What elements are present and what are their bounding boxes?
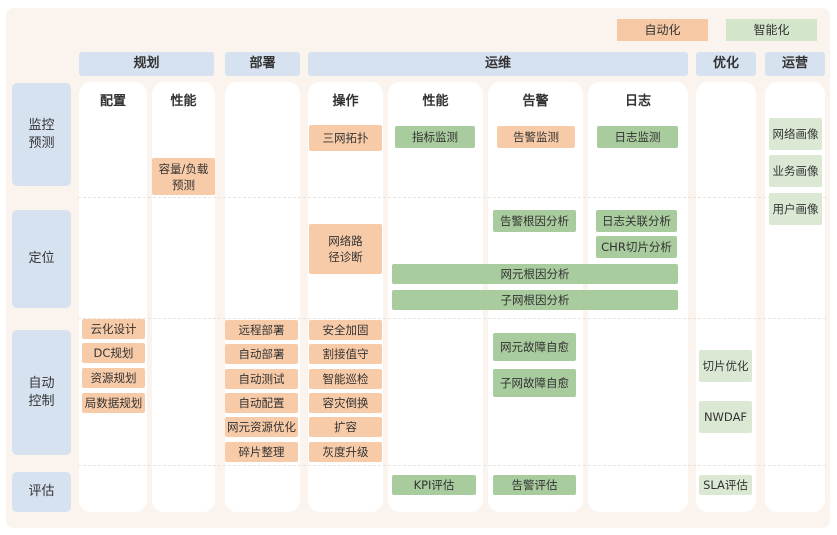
defragment-box: 碎片整理 — [225, 442, 298, 462]
user-portrait-box: 用户画像 — [769, 193, 822, 225]
subnet-fault-self-heal-box: 子网故障自愈 — [493, 369, 576, 397]
column-header-ops: 运维 — [308, 52, 688, 76]
auto-deploy-box: 自动部署 — [225, 344, 298, 364]
column-operation — [308, 82, 383, 512]
cloud-design-box: 云化设计 — [82, 319, 145, 339]
column-config — [79, 82, 147, 512]
smart-patrol-box: 智能巡检 — [309, 369, 382, 389]
column-header-optimize: 优化 — [696, 52, 756, 76]
alarm-monitoring-box: 告警监测 — [497, 126, 575, 148]
ne-root-cause-box: 网元根因分析 — [392, 264, 678, 284]
subcolumn-perf-plan: 性能 — [170, 94, 197, 109]
column-operate — [765, 82, 825, 512]
row-separator — [78, 197, 826, 198]
row-header-monitor: 监控 预测 — [12, 83, 71, 186]
log-correlation-box: 日志关联分析 — [596, 210, 677, 232]
column-optimize — [696, 82, 756, 512]
subcolumn-perf-ops: 性能 — [422, 94, 449, 109]
slice-optimize-box: 切片优化 — [699, 350, 752, 382]
network-path-diagnosis-box: 网络路 径诊断 — [309, 224, 382, 274]
alarm-evaluation-box: 告警评估 — [493, 475, 576, 495]
subcolumn-alarm: 告警 — [522, 94, 549, 109]
legend-intelligence: 智能化 — [726, 19, 817, 41]
sla-evaluation-box: SLA评估 — [699, 475, 752, 495]
dr-switchover-box: 容灾倒换 — [309, 393, 382, 413]
row-header-control: 自动 控制 — [12, 330, 71, 455]
scale-out-box: 扩容 — [309, 417, 382, 437]
row-header-locate: 定位 — [12, 210, 71, 308]
auto-test-box: 自动测试 — [225, 369, 298, 389]
ne-fault-self-heal-box: 网元故障自愈 — [493, 333, 576, 361]
kpi-evaluation-box: KPI评估 — [392, 475, 476, 495]
resource-planning-box: 资源规划 — [82, 368, 145, 388]
three-network-topology-box: 三网拓扑 — [309, 125, 382, 151]
chr-slice-analysis-box: CHR切片分析 — [596, 236, 677, 258]
ne-resource-optimize-box: 网元资源优化 — [225, 417, 298, 437]
column-header-plan: 规划 — [79, 52, 214, 76]
subcolumn-operation: 操作 — [332, 94, 359, 109]
network-portrait-box: 网络画像 — [769, 118, 822, 150]
alarm-root-cause-box: 告警根因分析 — [493, 210, 576, 232]
metric-monitoring-box: 指标监测 — [395, 126, 475, 148]
row-separator — [78, 465, 826, 466]
row-separator — [78, 318, 826, 319]
subnet-root-cause-box: 子网根因分析 — [392, 290, 678, 310]
capacity-forecast-box: 容量/负载 预测 — [152, 158, 215, 195]
subcolumn-config: 配置 — [99, 94, 126, 109]
security-hardening-box: 安全加固 — [309, 320, 382, 340]
auto-config-box: 自动配置 — [225, 393, 298, 413]
log-monitoring-box: 日志监测 — [597, 126, 678, 148]
column-header-operate: 运营 — [765, 52, 825, 76]
column-header-deploy: 部署 — [225, 52, 300, 76]
column-deploy — [225, 82, 300, 512]
remote-deploy-box: 远程部署 — [225, 320, 298, 340]
subcolumn-log: 日志 — [624, 94, 651, 109]
cutover-watch-box: 割接值守 — [309, 344, 382, 364]
column-perf-plan — [152, 82, 215, 512]
legend-automation: 自动化 — [617, 19, 708, 41]
row-header-evaluate: 评估 — [12, 472, 71, 512]
nwdaf-box: NWDAF — [699, 401, 752, 433]
local-data-planning-box: 局数据规划 — [82, 393, 145, 413]
gray-upgrade-box: 灰度升级 — [309, 442, 382, 462]
dc-planning-box: DC规划 — [82, 343, 145, 363]
business-portrait-box: 业务画像 — [769, 155, 822, 187]
